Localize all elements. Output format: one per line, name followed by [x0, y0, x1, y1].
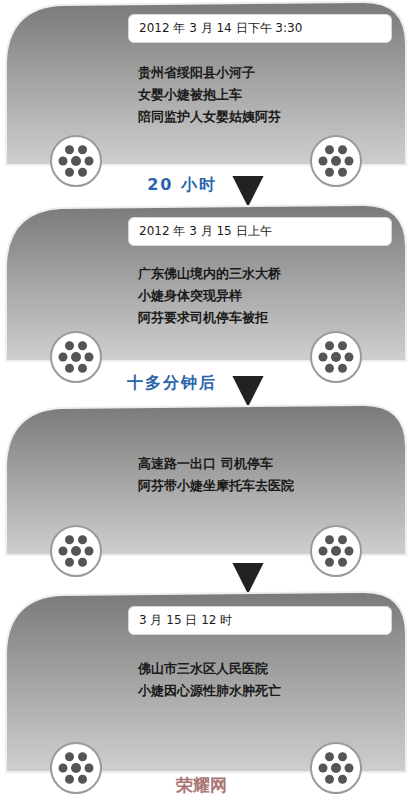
date-text: 2012 年 3 月 15 日上午 [129, 218, 391, 245]
wheel [51, 136, 101, 186]
edge-label: 20 小时 [144, 175, 220, 196]
flow-arrow [242, 557, 254, 591]
watermark: 荣耀网 [176, 774, 227, 797]
flow-arrow [242, 363, 254, 404]
wheel [311, 332, 361, 382]
date-box: 2012 年 3 月 14 日下午 3:30 [128, 14, 392, 43]
wheel [51, 743, 101, 793]
edge-label: 十多分钟后 [124, 373, 220, 394]
flow-arrow [242, 167, 254, 204]
wheel [51, 526, 101, 576]
event-text: 贵州省绥阳县小河子 女婴小婕被抱上车 陪同监护人女婴姑姨阿芬 [138, 62, 328, 128]
wheel [311, 743, 361, 793]
van-shape: 佛山市三水区人民医院 小婕因心源性肺水肿死亡 3 月 15 日 12 时 [6, 592, 406, 772]
van-shape: 贵州省绥阳县小河子 女婴小婕被抱上车 陪同监护人女婴姑姨阿芬 2012 年 3 月… [6, 2, 406, 165]
date-text: 2012 年 3 月 14 日下午 3:30 [129, 15, 391, 42]
event-text: 高速路一出口 司机停车 阿芬带小婕坐摩托车去医院 [138, 453, 328, 497]
date-box: 3 月 15 日 12 时 [128, 606, 392, 635]
date-text: 3 月 15 日 12 时 [129, 607, 391, 634]
date-box: 2012 年 3 月 15 日上午 [128, 217, 392, 246]
wheel [51, 332, 101, 382]
event-text: 佛山市三水区人民医院 小婕因心源性肺水肿死亡 [138, 658, 328, 702]
wheel [311, 526, 361, 576]
wheel [311, 136, 361, 186]
event-text: 广东佛山境内的三水大桥 小婕身体突现异样 阿芬要求司机停车被拒 [138, 263, 328, 329]
van-illustration [6, 405, 406, 585]
van-shape: 高速路一出口 司机停车 阿芬带小婕坐摩托车去医院 [6, 405, 406, 555]
van-shape: 广东佛山境内的三水大桥 小婕身体突现异样 阿芬要求司机停车被拒 2012 年 3 … [6, 205, 406, 361]
